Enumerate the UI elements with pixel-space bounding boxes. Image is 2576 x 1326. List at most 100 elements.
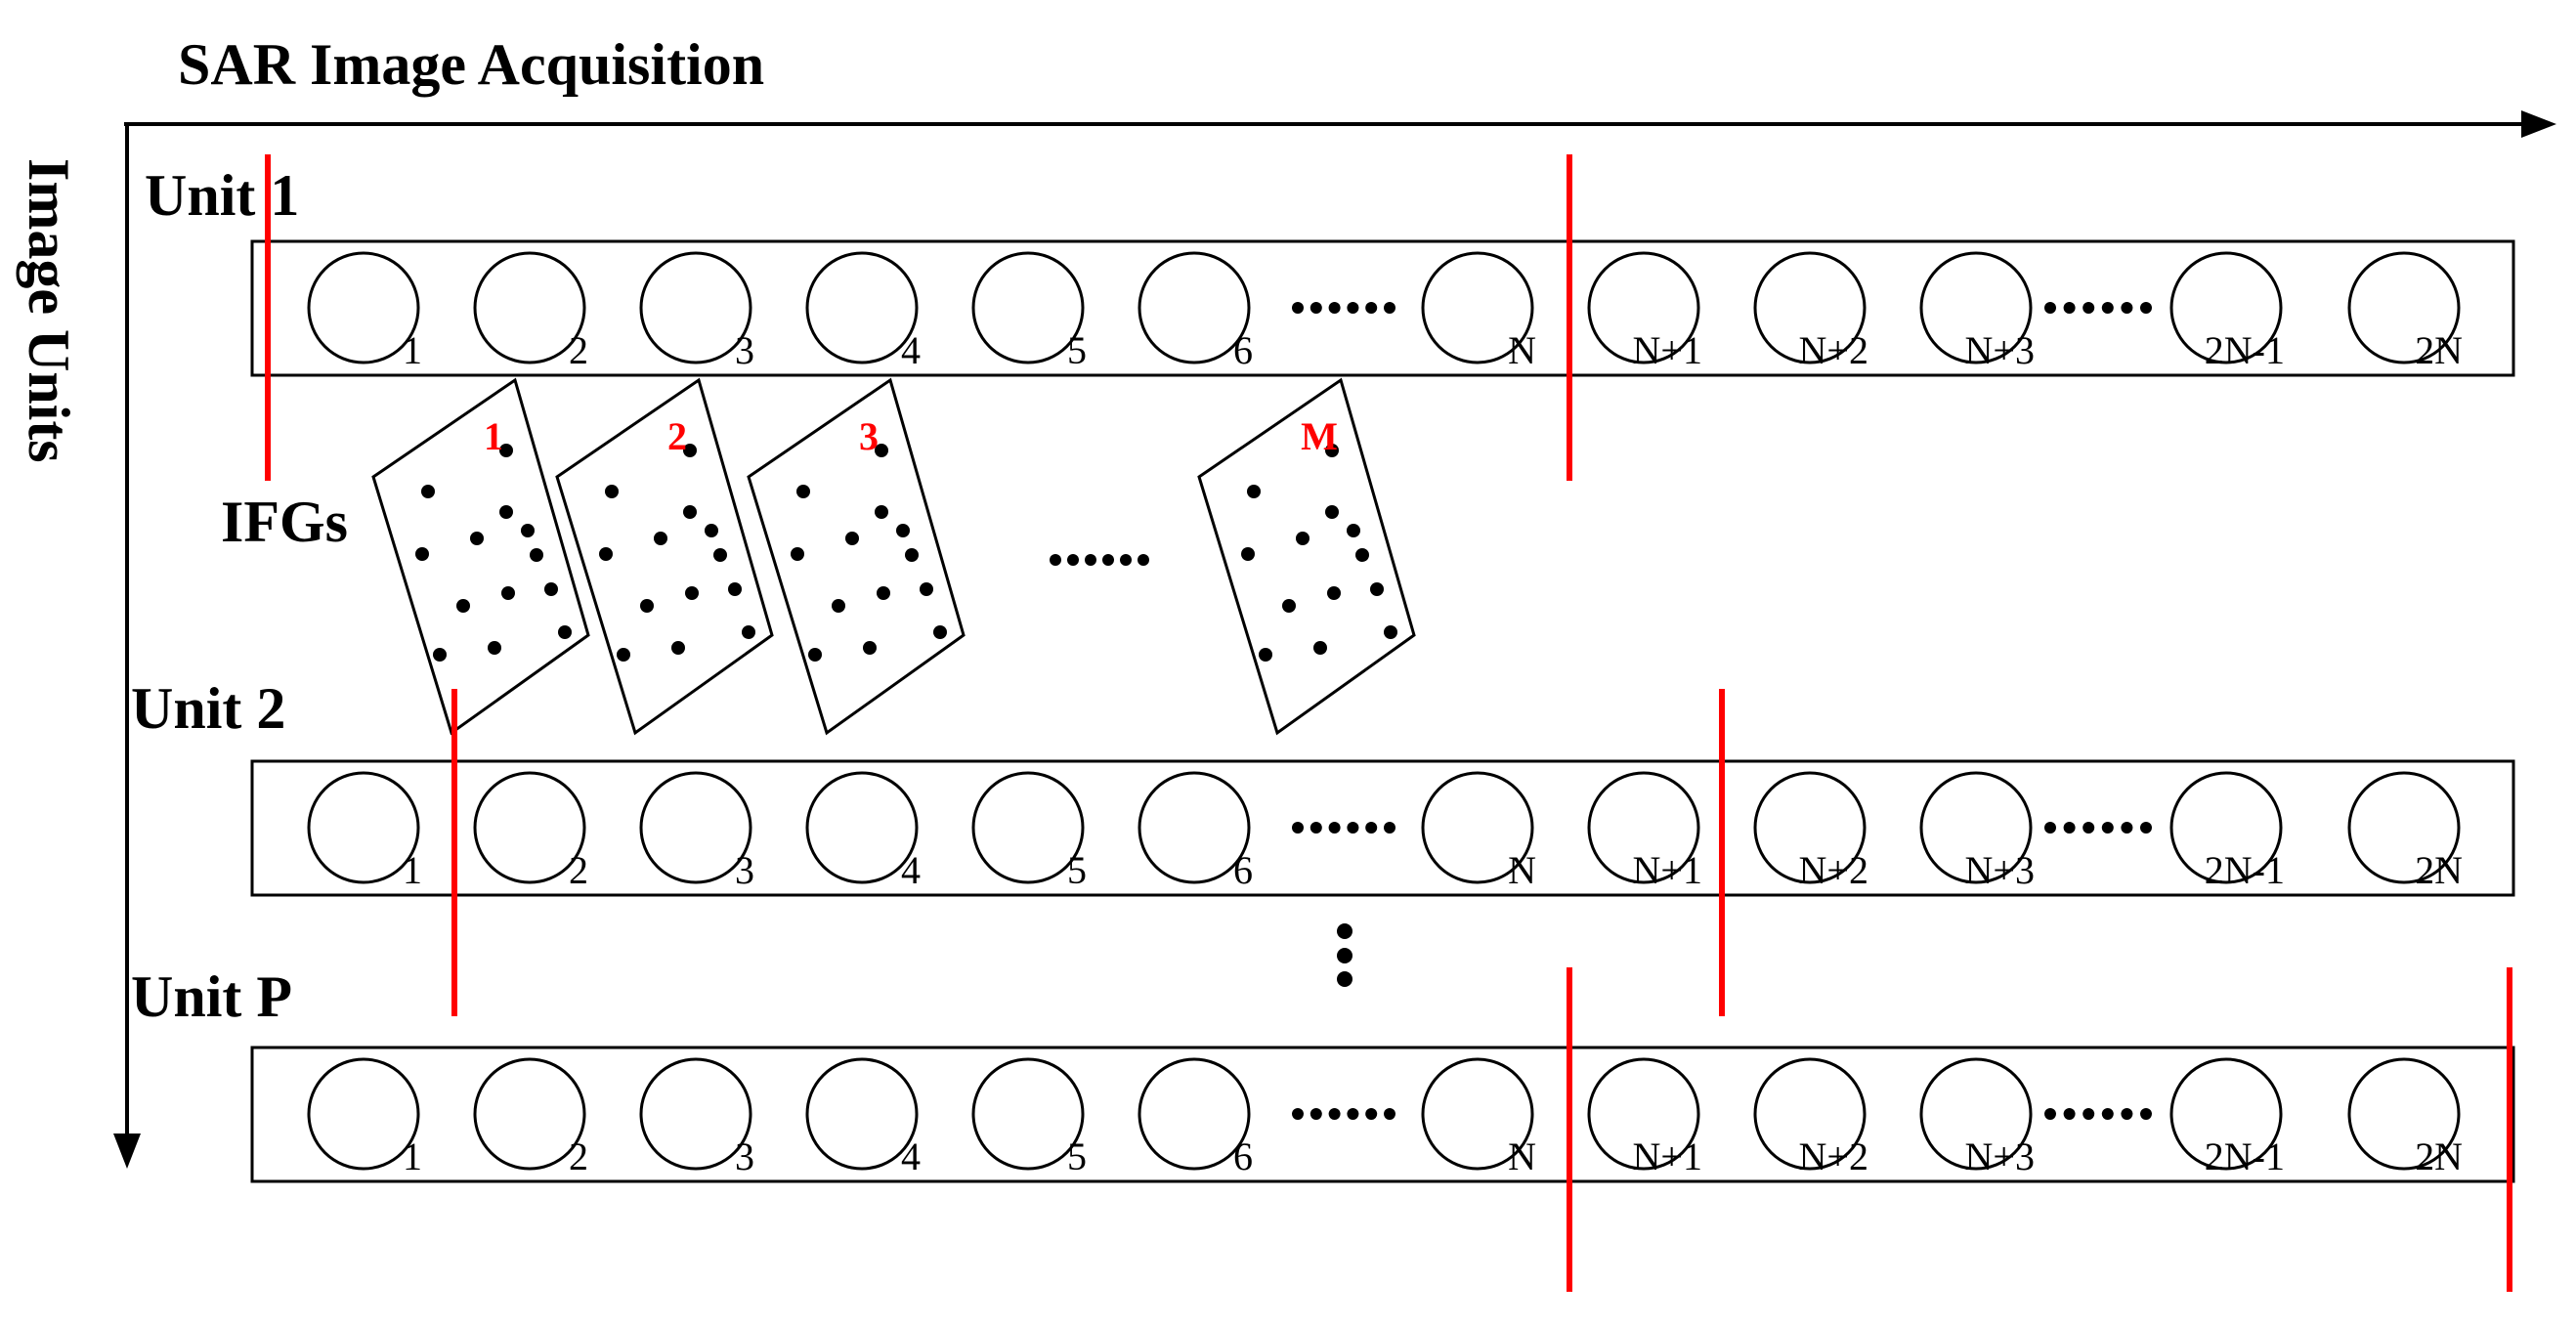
scatterer-dot — [920, 582, 933, 596]
scatterer-dot — [1282, 599, 1296, 613]
ellipsis-dot — [1292, 1108, 1304, 1120]
frame-number: N+3 — [1965, 1134, 2035, 1178]
sar-frame-circle — [1753, 251, 1867, 364]
scatterer-dot — [1370, 582, 1384, 596]
ellipsis-dot — [1309, 1108, 1322, 1120]
frame-number: 3 — [735, 1134, 754, 1178]
ellipsis-dot — [2063, 302, 2076, 314]
frame-number: N+2 — [1799, 328, 1868, 372]
scatterer-dot — [617, 648, 630, 662]
frame-number: 5 — [1067, 328, 1087, 372]
frame-number: 3 — [735, 328, 754, 372]
scatterer-dot — [905, 548, 919, 562]
frame-number: 6 — [1233, 328, 1253, 372]
frame-number: 4 — [901, 1134, 921, 1178]
ellipsis-dot — [1309, 822, 1322, 834]
ifg-parallelogram — [747, 377, 966, 736]
ellipsis-dot — [1337, 971, 1352, 987]
ellipsis-dot — [2101, 822, 2114, 834]
ifg-ellipsis-dots — [1050, 554, 1149, 566]
sar-frame-circle — [307, 1057, 420, 1171]
scatterer-dot — [415, 547, 429, 561]
ellipsis-dot — [1328, 822, 1341, 834]
unit-label: Unit 2 — [131, 676, 285, 741]
scatterer-dot — [863, 641, 877, 655]
ellipsis-dot — [2044, 822, 2056, 834]
scatterer-dot — [832, 599, 845, 613]
scatterer-dot — [1355, 548, 1369, 562]
sar-frame-circle — [1138, 251, 1251, 364]
sar-frame-circle — [307, 251, 420, 364]
ifg-label: 2 — [667, 414, 687, 458]
ellipsis-dots — [2044, 822, 2152, 834]
scatterer-dot — [1247, 485, 1261, 498]
ellipsis-dot — [1085, 554, 1096, 566]
ellipsis-dot — [1050, 554, 1061, 566]
ellipsis-dots — [1292, 1108, 1395, 1120]
ellipsis-dots — [1292, 822, 1395, 834]
ellipsis-dots — [2044, 302, 2152, 314]
ellipsis-dot — [1347, 822, 1359, 834]
sar-frame-circle — [1587, 771, 1700, 884]
frame-number: N — [1508, 328, 1536, 372]
frame-number: 6 — [1233, 848, 1253, 892]
ellipsis-dot — [1292, 302, 1304, 314]
sar-frame-circle — [1138, 1057, 1251, 1171]
scatterer-dot — [521, 524, 535, 537]
ifgs-label: IFGs — [221, 490, 348, 554]
frame-number: N+2 — [1799, 848, 1868, 892]
ifg-panel: 1 — [371, 377, 590, 736]
sar-frame-circle — [1753, 1057, 1867, 1171]
sar-frame-circle — [1587, 1057, 1700, 1171]
frame-number: N+1 — [1633, 1134, 1702, 1178]
unit-label: Unit 1 — [145, 163, 299, 228]
sar-frame-circle — [2169, 251, 2283, 364]
y-axis-title: Image Units — [17, 158, 81, 463]
scatterer-dot — [599, 547, 613, 561]
ifg-label: 3 — [859, 414, 879, 458]
ifg-panel: 3 — [747, 377, 966, 736]
scatterer-dot — [896, 524, 910, 537]
ellipsis-dot — [1067, 554, 1079, 566]
frame-number: 4 — [901, 328, 921, 372]
scatterer-dot — [605, 485, 619, 498]
scatterer-dot — [488, 641, 501, 655]
unit-strip — [250, 239, 2515, 377]
scatterer-dot — [728, 582, 742, 596]
scatterer-dot — [530, 548, 543, 562]
ellipsis-dot — [2121, 1108, 2133, 1120]
scatterer-dot — [683, 505, 697, 519]
scatterer-dot — [877, 586, 890, 600]
ellipsis-dot — [1292, 822, 1304, 834]
scatterer-dot — [421, 485, 435, 498]
scatterer-dot — [640, 599, 654, 613]
ellipsis-dot — [2063, 822, 2076, 834]
scatterer-dot — [1325, 505, 1339, 519]
scatterer-dot — [499, 444, 513, 457]
scatterer-dot — [875, 444, 888, 457]
ellipsis-dot — [1365, 822, 1378, 834]
frame-number: 6 — [1233, 1134, 1253, 1178]
x-axis-title: SAR Image Acquisition — [178, 32, 764, 97]
vertical-ellipsis-dots — [1337, 923, 1352, 987]
ellipsis-dot — [1347, 302, 1359, 314]
scatterer-dot — [1241, 547, 1255, 561]
frame-number: N — [1508, 848, 1536, 892]
sar-frame-circle — [805, 771, 919, 884]
scatterer-dot — [1325, 444, 1339, 457]
scatterer-dot — [544, 582, 558, 596]
ellipsis-dot — [1384, 302, 1395, 314]
ellipsis-dot — [2101, 1108, 2114, 1120]
scatterer-dot — [1313, 641, 1327, 655]
ellipsis-dot — [1138, 554, 1149, 566]
frame-number: N+1 — [1633, 328, 1702, 372]
sar-frame-circle — [1138, 771, 1251, 884]
sar-frame-circle — [971, 771, 1085, 884]
ellipsis-layer — [1050, 554, 1352, 987]
ellipsis-dot — [2140, 822, 2152, 834]
